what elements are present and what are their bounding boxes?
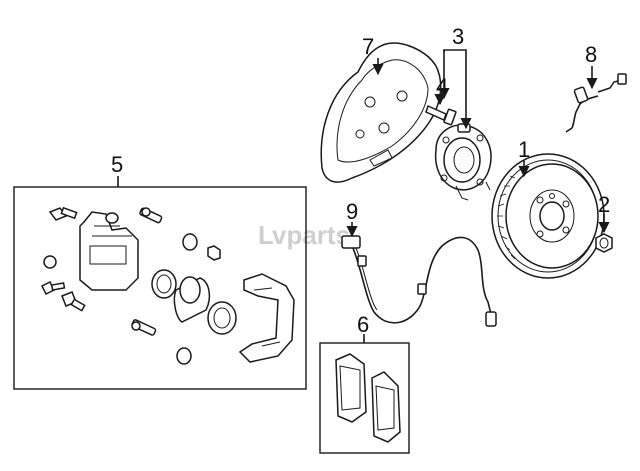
- caliper-kit-parts[interactable]: [40, 206, 295, 365]
- abs-sensor-part[interactable]: [341, 235, 497, 327]
- callout-3: 3: [452, 24, 464, 49]
- watermark-brand: vparts: [272, 220, 350, 250]
- hub-bolt-part[interactable]: [425, 104, 457, 126]
- watermark: L vparts: [258, 220, 350, 250]
- callout-labels: 7 3 4 8 1 2 9 5 6: [111, 24, 610, 337]
- callout-2: 2: [598, 192, 610, 217]
- callout-4: 4: [436, 74, 448, 99]
- hub-bearing-part[interactable]: [434, 123, 492, 201]
- watermark-mark: L: [258, 220, 274, 250]
- callout-1: 1: [518, 137, 530, 162]
- callout-9: 9: [346, 199, 358, 224]
- callout-8: 8: [585, 42, 597, 67]
- hub-nut-part[interactable]: [595, 233, 613, 253]
- caliper-kit-frame: [13, 186, 307, 390]
- callout-7: 7: [362, 34, 374, 59]
- brake-rotor-part[interactable]: [491, 153, 605, 279]
- brake-pads-part[interactable]: [335, 353, 401, 443]
- brake-hose-part[interactable]: [565, 73, 627, 133]
- callout-5: 5: [111, 152, 123, 177]
- dust-shield-part[interactable]: [320, 42, 442, 183]
- leader-lines: [117, 49, 610, 343]
- callout-6: 6: [357, 312, 369, 337]
